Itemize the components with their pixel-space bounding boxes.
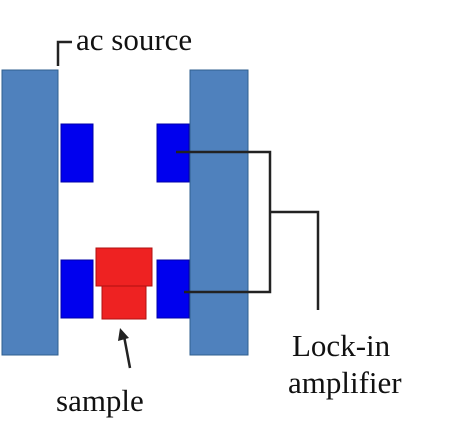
lock-in-label-line1: Lock-in: [292, 328, 391, 363]
sample-label: sample: [56, 383, 144, 418]
sample-arrow-shaft: [122, 335, 132, 369]
ac-source-leader-line: [56, 40, 72, 66]
coil-lower-left: [60, 259, 94, 319]
coil-upper-left: [60, 123, 94, 183]
coil-lower-right: [156, 259, 190, 319]
lock-in-wire-branch: [270, 210, 320, 310]
right-electrode-plate: [189, 69, 249, 356]
left-electrode-plate: [1, 69, 59, 356]
ac-source-label: ac source: [76, 22, 192, 57]
sample-block-top: [95, 247, 153, 287]
sample-block-bottom: [101, 285, 147, 320]
lock-in-label-line2: amplifier: [288, 365, 402, 400]
sample-arrow-head: [118, 328, 129, 341]
lock-in-wire-upper: [176, 150, 272, 294]
